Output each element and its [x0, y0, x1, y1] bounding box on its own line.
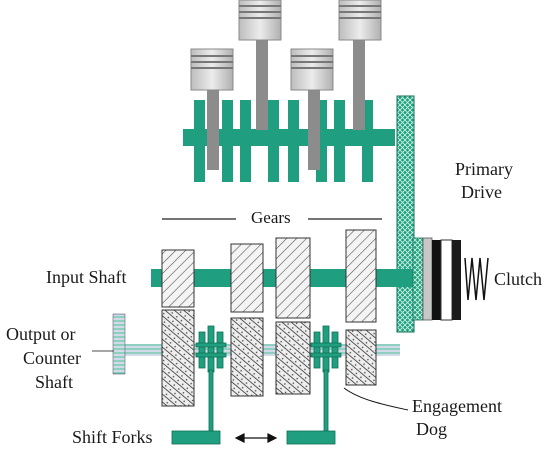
- connecting-rod: [308, 90, 320, 170]
- crank-webs: [194, 100, 373, 182]
- connecting-rod: [207, 90, 219, 170]
- clutch-spring: [464, 257, 489, 301]
- shift-forks: [171, 369, 336, 445]
- crank-web: [316, 100, 327, 182]
- input-gear: [230, 243, 264, 313]
- input-gears: [161, 229, 377, 323]
- engagement-dog-label-line1: Engagement: [412, 396, 502, 416]
- engagement-dog-left: [195, 325, 227, 373]
- engagement-dog-leader: [343, 387, 409, 411]
- engagement-dog-label-line2: Dog: [416, 419, 447, 439]
- shift-forks-label: Shift Forks: [72, 427, 153, 447]
- gears-label: Gears: [251, 208, 291, 227]
- input-shaft-label: Input Shaft: [46, 267, 127, 287]
- input-gear: [275, 237, 311, 319]
- crank-web: [222, 100, 233, 182]
- crankshaft-assembly: [183, 0, 395, 182]
- primary-drive-label-line2: Drive: [461, 182, 502, 202]
- output-spline: [112, 313, 126, 375]
- clutch-pack: [412, 237, 461, 321]
- shift-fork-right-stem: [323, 369, 329, 433]
- output-shaft-label-line1: Output or: [6, 324, 76, 344]
- output-shaft-label-line2: Counter: [23, 348, 81, 368]
- pistons: [190, 0, 382, 91]
- crank-web: [268, 100, 279, 182]
- counter-gear: [345, 329, 377, 386]
- counter-gear: [275, 321, 311, 395]
- counter-gears: [161, 309, 377, 407]
- shift-fork-left-bar: [171, 430, 221, 445]
- piston: [190, 48, 234, 91]
- crank-web: [362, 100, 373, 182]
- crank-web: [334, 100, 345, 182]
- shift-direction-arrow: [234, 433, 278, 443]
- crank-web: [194, 100, 205, 182]
- output-shaft-label-line3: Shaft: [35, 372, 73, 392]
- crank-web: [240, 100, 251, 182]
- piston: [290, 48, 334, 91]
- clutch-label: Clutch: [494, 269, 542, 289]
- crank-web: [288, 100, 299, 182]
- primary-drive-chain: [396, 95, 415, 333]
- input-gear: [161, 249, 195, 308]
- connecting-rods: [207, 40, 365, 170]
- counter-gear: [230, 317, 264, 397]
- counter-gear: [161, 309, 195, 407]
- connecting-rod: [256, 40, 268, 130]
- primary-drive-label-line1: Primary: [455, 159, 513, 179]
- engagement-dog-right: [310, 325, 342, 373]
- connecting-rod: [353, 40, 365, 130]
- piston: [238, 0, 282, 41]
- piston: [338, 0, 382, 41]
- input-gear: [345, 229, 377, 323]
- shift-fork-left-stem: [208, 369, 214, 433]
- shift-fork-right-bar: [286, 430, 336, 445]
